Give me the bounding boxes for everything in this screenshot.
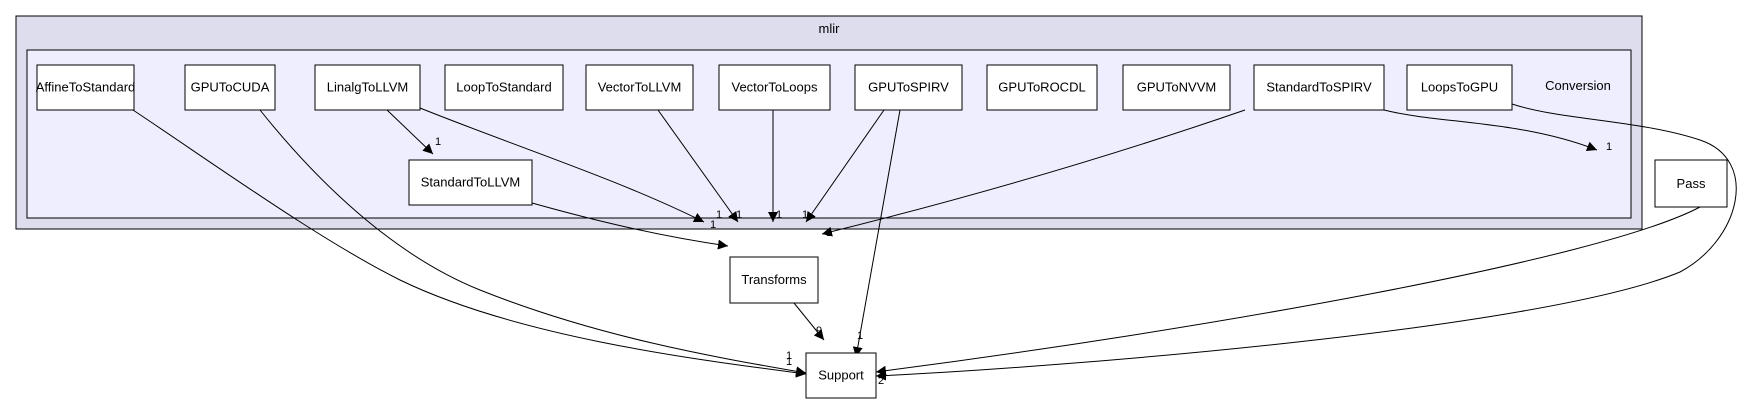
edge-standardtospirv-transforms xyxy=(821,109,1246,237)
node-pass[interactable]: Pass xyxy=(1654,159,1728,208)
node-loopstogpu-label: LoopsToGPU xyxy=(1421,80,1498,95)
cluster-mlir-label: mlir xyxy=(819,21,841,36)
node-gputorocdl[interactable]: GPUToROCDL xyxy=(986,64,1098,111)
node-looptostandard[interactable]: LoopToStandard xyxy=(444,64,564,111)
edge-linalgtollvm-transforms xyxy=(419,107,705,223)
edge-label-standardtollvm-transforms: 1 xyxy=(710,219,716,231)
node-linalgtollvm-label: LinalgToLLVM xyxy=(327,80,408,95)
edge-loopstogpu-support xyxy=(875,103,1737,381)
node-standardtollvm-label: StandardToLLVM xyxy=(421,175,521,190)
node-gputocuda-label: GPUToCUDA xyxy=(191,80,270,95)
node-gputonvvm[interactable]: GPUToNVVM xyxy=(1122,64,1231,111)
edge-label-linalgtollvm-standardtollvm: 1 xyxy=(435,136,441,148)
node-affinetostandard-label: AffineToStandard xyxy=(36,80,136,95)
edge-label-standardtospirv-pass: 1 xyxy=(1606,141,1612,153)
edge-label-vectortollvm-transforms: 1 xyxy=(736,209,742,221)
edge-label-standardtospirv-transforms: 1 xyxy=(826,227,832,239)
edge-pass-support xyxy=(875,206,1701,376)
edge-label-transforms-support: 9 xyxy=(816,325,822,337)
node-vectortollvm-label: VectorToLLVM xyxy=(598,80,682,95)
node-gputonvvm-label: GPUToNVVM xyxy=(1137,80,1216,95)
node-standardtollvm[interactable]: StandardToLLVM xyxy=(408,159,533,206)
node-vectortoloops[interactable]: VectorToLoops xyxy=(718,64,831,111)
node-pass-label: Pass xyxy=(1677,176,1706,191)
node-affinetostandard[interactable]: AffineToStandard xyxy=(36,64,136,111)
node-transforms-label: Transforms xyxy=(741,272,807,287)
node-vectortoloops-label: VectorToLoops xyxy=(731,80,818,95)
edge-label-gputospirv-transforms: 1 xyxy=(802,209,808,221)
node-gputospirv[interactable]: GPUToSPIRV xyxy=(854,64,963,111)
node-looptostandard-label: LoopToStandard xyxy=(456,80,551,95)
cluster-conversion-label: Conversion xyxy=(1545,78,1611,93)
edge-label-gputocuda-support: 1 xyxy=(786,356,792,368)
edge-gputospirv-transforms xyxy=(805,109,885,223)
node-loopstogpu[interactable]: LoopsToGPU xyxy=(1406,64,1513,111)
node-gputospirv-label: GPUToSPIRV xyxy=(868,80,949,95)
edge-vectortollvm-transforms xyxy=(657,109,739,223)
edge-label-pass-support: 2 xyxy=(878,375,884,387)
node-transforms[interactable]: Transforms xyxy=(729,256,819,304)
node-support-label: Support xyxy=(818,368,864,383)
node-gputorocdl-label: GPUToROCDL xyxy=(998,80,1085,95)
edges: 1 1 1 1 1 1 1 1 1 1 1 2 9 2 xyxy=(132,103,1737,387)
edge-standardtollvm-transforms xyxy=(531,202,729,250)
edge-standardtospirv-pass xyxy=(1383,109,1598,152)
node-standardtospirv-label: StandardToSPIRV xyxy=(1266,80,1372,95)
node-linalgtollvm[interactable]: LinalgToLLVM xyxy=(314,64,421,111)
node-gputocuda[interactable]: GPUToCUDA xyxy=(184,64,276,111)
edge-label-vectortoloops-transforms: 1 xyxy=(776,209,782,221)
edge-affinetostandard-support xyxy=(132,109,807,378)
edge-gputospirv-support xyxy=(852,109,901,358)
node-standardtospirv[interactable]: StandardToSPIRV xyxy=(1253,64,1385,111)
edge-label-gputospirv-support: 1 xyxy=(857,330,863,342)
edge-transforms-support xyxy=(793,302,825,341)
node-vectortollvm[interactable]: VectorToLLVM xyxy=(585,64,694,111)
edge-linalgtollvm-standardtollvm xyxy=(386,109,434,155)
edge-label-linalgtollvm-transforms: 1 xyxy=(716,209,722,221)
edge-gputocuda-support xyxy=(259,109,807,377)
edge-label-affinetostandard-support: 1 xyxy=(786,350,792,362)
node-support[interactable]: Support xyxy=(805,352,877,399)
